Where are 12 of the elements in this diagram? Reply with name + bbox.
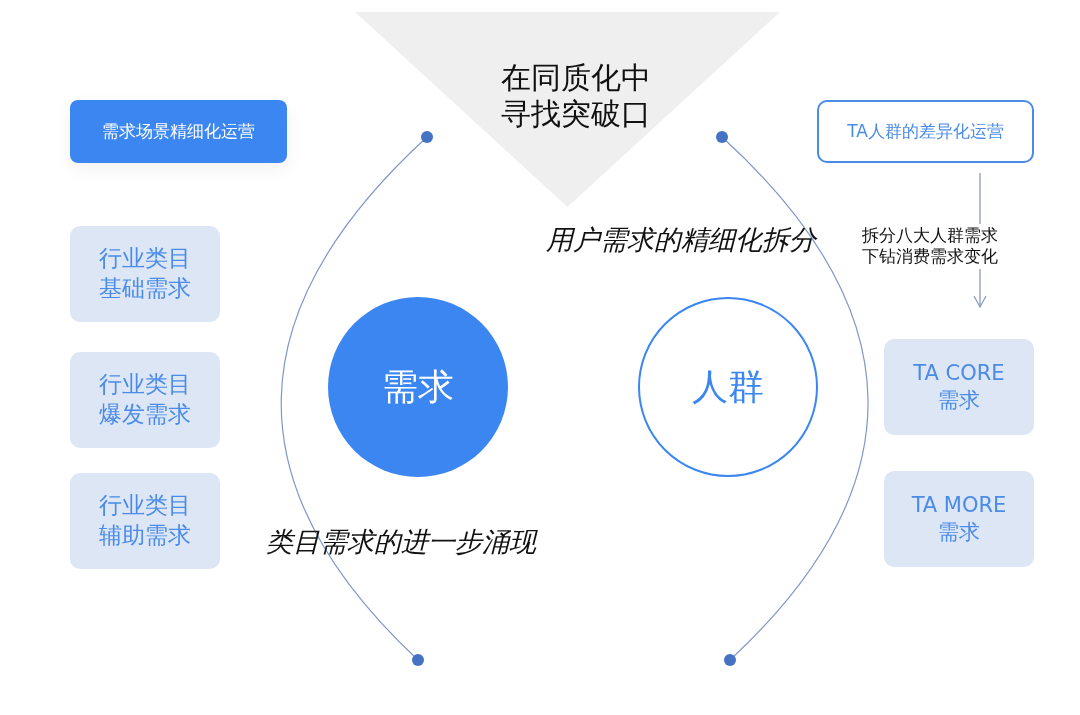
category-box: TA MORE 需求 [884,471,1034,567]
category-box: 行业类目爆发需求 [70,352,220,448]
circle-node: 人群 [638,297,818,477]
category-box: 行业类目基础需求 [70,226,220,322]
circle-node: 需求 [328,297,508,477]
category-box: TA CORE 需求 [884,339,1034,435]
heading-triangle: 在同质化中寻找突破口 [355,12,780,207]
category-box: 行业类目辅助需求 [70,473,220,569]
caption-text: 用户需求的精细化拆分 [546,223,816,257]
label-box: 需求场景精细化运营 [70,100,287,163]
caption-text: 类目需求的进一步涌现 [266,525,536,559]
label-box: TA人群的差异化运营 [817,100,1034,163]
